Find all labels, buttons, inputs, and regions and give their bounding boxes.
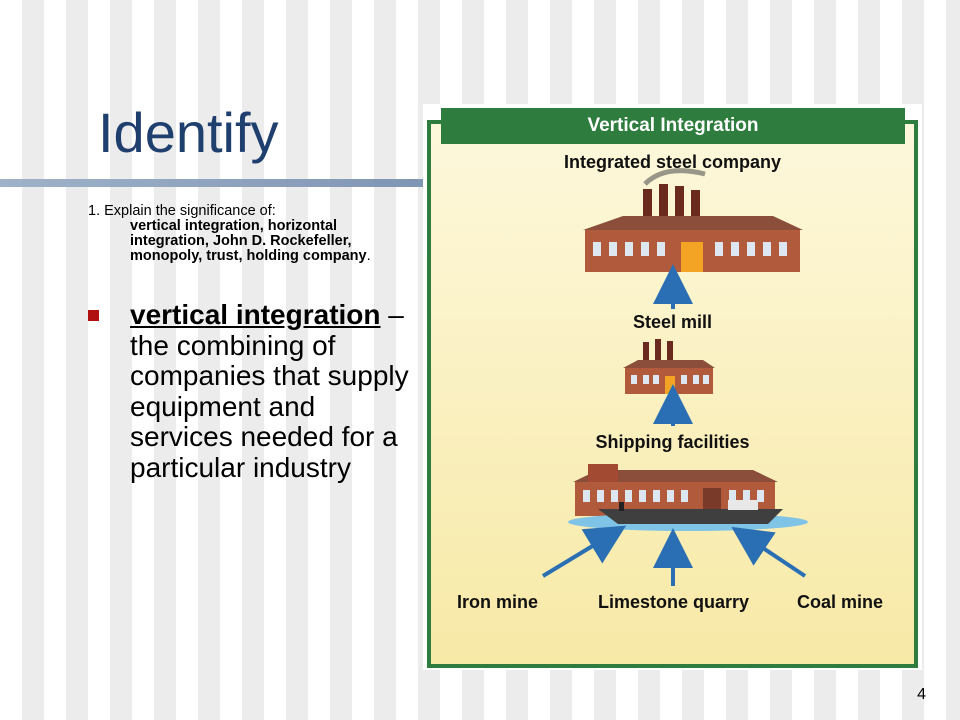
steel-mill-icon <box>623 339 715 394</box>
definition-body: – the combining of companies that supply… <box>130 299 409 483</box>
question-terms-wrap: vertical integration, horizontal integra… <box>88 219 408 264</box>
question-prompt: 1. Explain the significance of: <box>88 203 276 219</box>
label-limestone-quarry: Limestone quarry <box>598 592 750 612</box>
question-terms: vertical integration, horizontal integra… <box>130 218 367 264</box>
definition-bullet: vertical integration – the combining of … <box>88 299 418 483</box>
question-block: 1. Explain the significance of: vertical… <box>88 204 408 264</box>
title-divider <box>0 179 435 187</box>
figure-graphics <box>427 108 918 668</box>
label-coal-mine: Coal mine <box>797 592 884 612</box>
label-shipping-facilities: Shipping facilities <box>595 432 750 452</box>
shipping-facilities-icon <box>568 464 808 531</box>
page-number: 4 <box>917 686 926 703</box>
label-integrated-steel-company: Integrated steel company <box>563 152 782 172</box>
definition-term: vertical integration <box>130 299 381 330</box>
integrated-steel-company-icon <box>583 168 803 272</box>
bullet-square-icon <box>88 310 99 321</box>
slide-title: Identify <box>98 101 279 164</box>
arrow-iron-to-shipping <box>541 525 627 578</box>
vertical-integration-figure: Vertical Integration Integrated steel co… <box>423 104 922 670</box>
arrow-coal-to-shipping <box>731 526 807 578</box>
figure-heading-bar <box>441 108 905 144</box>
question-terms-end: . <box>366 248 371 264</box>
definition-text: vertical integration – the combining of … <box>88 299 418 483</box>
figure-heading: Vertical Integration <box>587 115 759 136</box>
label-steel-mill: Steel mill <box>632 312 713 332</box>
label-iron-mine: Iron mine <box>457 592 539 612</box>
